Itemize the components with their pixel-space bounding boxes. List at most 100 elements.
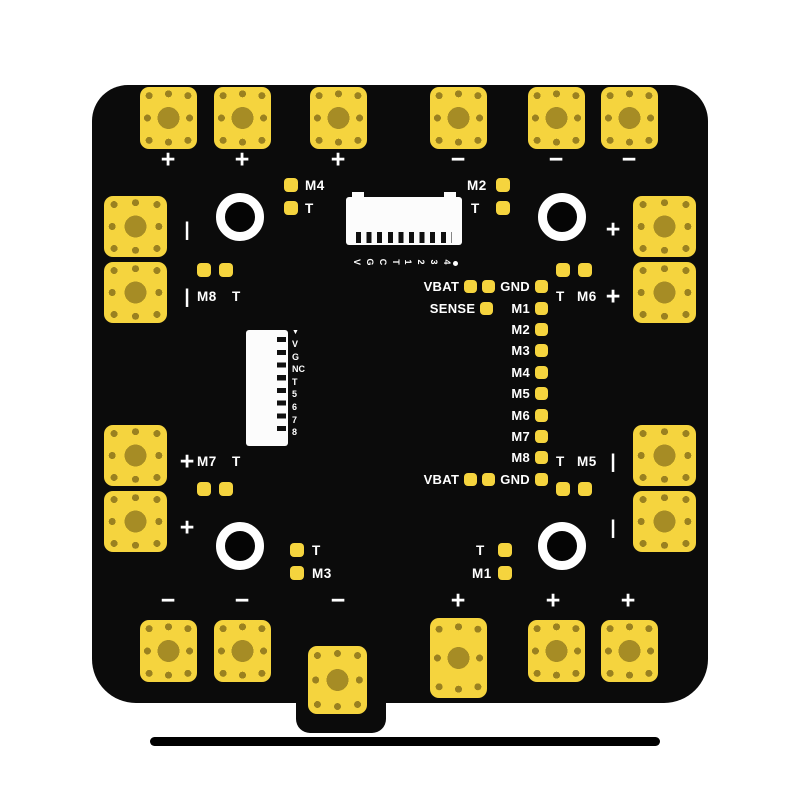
board-shadow bbox=[150, 737, 660, 746]
pcb-board bbox=[92, 85, 708, 703]
polarity-mark: − bbox=[330, 586, 346, 615]
solder-pad-top-5 bbox=[528, 87, 585, 149]
pin-label: NC bbox=[292, 364, 305, 375]
motor-label-m1: M1 bbox=[472, 566, 492, 581]
pin-label: C bbox=[377, 258, 388, 266]
jst-connector-left bbox=[246, 330, 288, 446]
vbat-gnd-row-top: VBAT GND bbox=[400, 276, 548, 297]
center-breakout-column: VBAT GND SENSE M1 M2 M3 M4 M5 bbox=[400, 276, 548, 490]
motor-row: M8 bbox=[400, 447, 548, 468]
solder-pad-bottom-3 bbox=[308, 646, 367, 714]
motor-row: M6 bbox=[400, 404, 548, 425]
solder-pad-left-4 bbox=[104, 491, 167, 552]
polarity-mark: | bbox=[184, 219, 190, 241]
solder-pad-bottom-1 bbox=[140, 620, 197, 682]
pin-label: G bbox=[364, 258, 375, 266]
motor-label-m6: M6 bbox=[511, 407, 530, 423]
left-connector-pin-labels: ▼ V G NC T 5 6 7 8 bbox=[292, 328, 305, 439]
pin-label: V bbox=[352, 258, 362, 265]
signal-pad bbox=[556, 263, 570, 277]
vbat-gnd-row-bottom: VBAT GND bbox=[400, 469, 548, 490]
sense-m1-row: SENSE M1 bbox=[400, 297, 548, 318]
pin-label: G bbox=[292, 351, 300, 362]
motor-label-m1: M1 bbox=[511, 300, 530, 316]
solder-pad-bottom-4 bbox=[430, 618, 487, 698]
solder-pad-left-3 bbox=[104, 425, 167, 486]
motor-signal-pad bbox=[535, 322, 548, 336]
motor-label-m3: M3 bbox=[312, 566, 332, 581]
pin-label: 6 bbox=[292, 401, 298, 412]
polarity-mark: − bbox=[234, 586, 250, 615]
solder-pad-bottom-5 bbox=[528, 620, 585, 682]
signal-pad bbox=[496, 178, 510, 192]
polarity-mark: | bbox=[610, 451, 616, 473]
solder-pad-right-4 bbox=[633, 491, 696, 552]
pin1-marker-triangle: ▼ bbox=[292, 329, 299, 336]
solder-pad-bottom-6 bbox=[601, 620, 658, 682]
telemetry-label: T bbox=[312, 543, 321, 558]
motor-label-m5: M5 bbox=[577, 454, 597, 469]
solder-pad-top-4 bbox=[430, 87, 487, 149]
signal-pad bbox=[496, 201, 510, 215]
solder-pad-top-2 bbox=[214, 87, 271, 149]
signal-pad bbox=[578, 263, 592, 277]
vbat-label: VBAT bbox=[423, 471, 460, 487]
polarity-mark: + bbox=[330, 145, 346, 174]
pin-label: 2 bbox=[416, 259, 427, 265]
pin-label: V bbox=[292, 339, 299, 349]
motor-label-m7: M7 bbox=[511, 428, 530, 444]
polarity-mark: | bbox=[610, 517, 616, 539]
solder-pad-top-6 bbox=[601, 87, 658, 149]
gnd-label: GND bbox=[500, 279, 530, 295]
polarity-mark: | bbox=[184, 286, 190, 308]
polarity-mark: − bbox=[548, 145, 564, 174]
motor-row: M3 bbox=[400, 340, 548, 361]
polarity-mark: + bbox=[179, 513, 195, 542]
pin-label: 8 bbox=[292, 427, 298, 438]
motor-label-m2: M2 bbox=[467, 178, 487, 193]
motor-signal-pad bbox=[535, 344, 548, 358]
polarity-mark: + bbox=[160, 145, 176, 174]
motor-label-m8: M8 bbox=[197, 289, 217, 304]
polarity-mark: + bbox=[605, 282, 621, 311]
pin-label: 1 bbox=[403, 259, 414, 265]
top-connector-pin-labels: V G C T 1 2 3 4 bbox=[352, 257, 452, 267]
sense-pad bbox=[480, 301, 494, 315]
signal-pad bbox=[284, 178, 298, 192]
telemetry-label: T bbox=[476, 543, 485, 558]
solder-pad-left-2 bbox=[104, 262, 167, 323]
polarity-mark: + bbox=[450, 586, 466, 615]
telemetry-label: T bbox=[232, 289, 241, 304]
pin1-marker-dot bbox=[453, 261, 458, 266]
mounting-hole-top-left bbox=[216, 193, 264, 241]
telemetry-label: T bbox=[305, 201, 314, 216]
signal-pad bbox=[290, 566, 304, 580]
solder-pad-top-1 bbox=[140, 87, 197, 149]
motor-signal-pad bbox=[535, 451, 548, 465]
motor-row: M2 bbox=[400, 319, 548, 340]
motor-label-m4: M4 bbox=[305, 178, 325, 193]
motor-signal-pad bbox=[535, 408, 548, 422]
vbat-pad bbox=[464, 472, 478, 486]
gnd-label: GND bbox=[500, 471, 530, 487]
telemetry-label: T bbox=[232, 454, 241, 469]
signal-pad bbox=[290, 543, 304, 557]
signal-pad bbox=[219, 263, 233, 277]
solder-pad-right-1 bbox=[633, 196, 696, 257]
motor-row: M7 bbox=[400, 426, 548, 447]
solder-pad-right-2 bbox=[633, 262, 696, 323]
mounting-hole-bottom-left bbox=[216, 522, 264, 570]
pin-label: T bbox=[292, 376, 298, 387]
pin-label: 4 bbox=[441, 259, 452, 265]
motor-signal-pad bbox=[535, 365, 548, 379]
signal-pad bbox=[578, 482, 592, 496]
vbat-pad bbox=[464, 280, 478, 294]
signal-pad bbox=[498, 566, 512, 580]
polarity-mark: + bbox=[179, 447, 195, 476]
signal-pad bbox=[219, 482, 233, 496]
polarity-mark: + bbox=[234, 145, 250, 174]
motor-signal-pad bbox=[535, 429, 548, 443]
gnd-pad bbox=[535, 280, 548, 294]
pin-label: 5 bbox=[292, 389, 298, 400]
